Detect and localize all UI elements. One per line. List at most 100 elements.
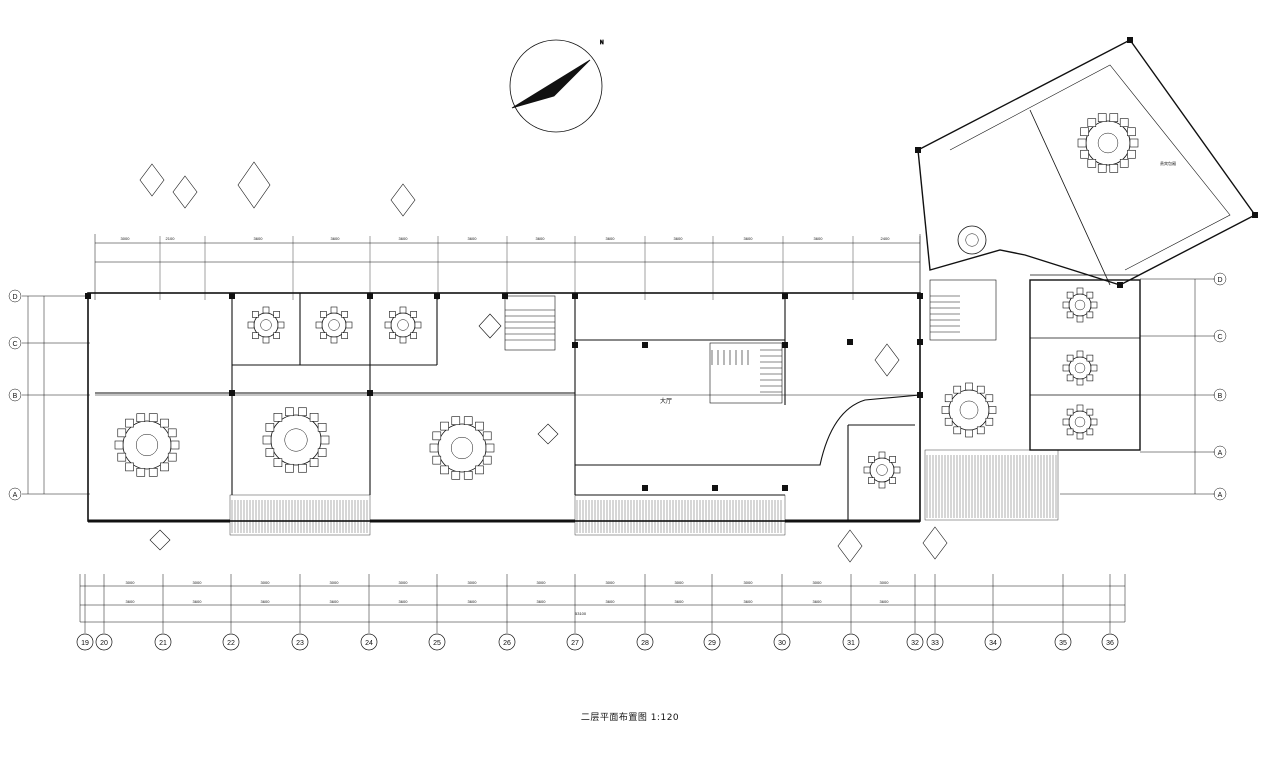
grid-column-label: 31 bbox=[847, 640, 855, 647]
grid-column-bubble bbox=[498, 633, 516, 651]
grid-column-bubble bbox=[76, 633, 94, 651]
grid-row-b-left: B bbox=[13, 393, 18, 400]
interior-walls bbox=[95, 293, 921, 521]
structural-column bbox=[85, 293, 91, 299]
grid-column-label: 30 bbox=[778, 640, 786, 647]
grid-column-bubble bbox=[154, 633, 172, 651]
bottom-dimension-upper: 3000 bbox=[813, 580, 823, 585]
bottom-dimension-upper: 3000 bbox=[537, 580, 547, 585]
round-table bbox=[262, 407, 330, 473]
grid-column-label: 20 bbox=[100, 640, 108, 647]
top-dimension-value: 3600 bbox=[468, 236, 478, 241]
round-table bbox=[1062, 404, 1098, 440]
grid-column-label: 34 bbox=[989, 640, 997, 647]
bottom-dimension-upper: 3000 bbox=[675, 580, 685, 585]
bottom-dimension-lower: 3600 bbox=[261, 599, 271, 604]
grid-column-bubble bbox=[636, 633, 654, 651]
grid-column-label: 32 bbox=[911, 640, 919, 647]
bottom-dimension-upper: 3000 bbox=[744, 580, 754, 585]
bottom-dimension-upper: 3000 bbox=[193, 580, 203, 585]
round-table bbox=[384, 306, 422, 344]
bottom-dimension-lower: 3600 bbox=[330, 599, 340, 604]
structural-column bbox=[917, 392, 923, 398]
vip-room-label: 贵宾包厢 bbox=[1160, 160, 1176, 166]
grid-column-bubble bbox=[906, 633, 924, 651]
grid-row-d-right: D bbox=[1217, 277, 1222, 284]
top-dimension-value: 3000 bbox=[121, 236, 131, 241]
grid-column-label: 25 bbox=[433, 640, 441, 647]
structural-column bbox=[782, 293, 788, 299]
grid-column-bubble bbox=[926, 633, 944, 651]
grid-column-bubble bbox=[1101, 633, 1119, 651]
grid-row-c-right: C bbox=[1217, 334, 1222, 341]
grid-column-bubble bbox=[1054, 633, 1072, 651]
bottom-dimension-lines bbox=[79, 574, 1126, 623]
structural-column bbox=[642, 342, 648, 348]
lobby-label: 大厅 bbox=[660, 397, 672, 405]
bottom-dimension-upper: 3000 bbox=[880, 580, 890, 585]
grid-column-bubble bbox=[566, 633, 584, 651]
structural-column bbox=[367, 293, 373, 299]
staircase-east bbox=[929, 279, 997, 341]
bottom-dimension-lower: 3600 bbox=[880, 599, 890, 604]
north-label: N bbox=[600, 40, 604, 46]
bottom-dimension-upper: 3000 bbox=[126, 580, 136, 585]
structural-column bbox=[782, 342, 788, 348]
grid-column-bubble bbox=[360, 633, 378, 651]
left-grid-labels: D C B A bbox=[12, 294, 17, 499]
bottom-dimension-lower: 3600 bbox=[126, 599, 136, 604]
grid-column-label: 24 bbox=[365, 640, 373, 647]
bottom-dimension-lower: 3600 bbox=[193, 599, 203, 604]
bottom-dimension-upper: 3000 bbox=[606, 580, 616, 585]
round-table bbox=[957, 225, 987, 255]
right-grid-labels: D C B A A bbox=[1217, 277, 1222, 499]
structural-column bbox=[434, 293, 440, 299]
structural-column bbox=[782, 485, 788, 491]
staircase-right bbox=[709, 342, 783, 404]
grid-column-bubble bbox=[428, 633, 446, 651]
grid-column-label: 21 bbox=[159, 640, 167, 647]
bottom-dimension-upper: 3000 bbox=[468, 580, 478, 585]
structural-column bbox=[847, 339, 853, 345]
grid-row-b-right: B bbox=[1218, 393, 1223, 400]
top-dimension-value: 3600 bbox=[744, 236, 754, 241]
grid-row-d-left: D bbox=[12, 294, 17, 301]
round-table bbox=[114, 413, 180, 477]
bottom-total-dimension: 53100 bbox=[575, 611, 587, 616]
top-dimension-value: 3600 bbox=[674, 236, 684, 241]
balconies bbox=[229, 449, 1059, 536]
building-walls bbox=[87, 292, 921, 523]
top-dimension-value: 3600 bbox=[606, 236, 616, 241]
top-dimension-value: 3600 bbox=[254, 236, 264, 241]
grid-column-label: 23 bbox=[296, 640, 304, 647]
round-table bbox=[429, 416, 495, 480]
grid-column-bubble bbox=[984, 633, 1002, 651]
dining-tables bbox=[114, 113, 1139, 489]
grid-column-label: 28 bbox=[641, 640, 649, 647]
structural-column bbox=[917, 293, 923, 299]
right-grid-rows bbox=[1060, 272, 1227, 501]
grid-column-label: 33 bbox=[931, 640, 939, 647]
grid-column-label: 36 bbox=[1106, 640, 1114, 647]
left-grid-rows bbox=[8, 289, 90, 501]
round-table bbox=[1077, 113, 1139, 173]
structural-column bbox=[572, 342, 578, 348]
top-dimension-value: 3600 bbox=[331, 236, 341, 241]
grid-column-label: 19 bbox=[81, 640, 89, 647]
grid-column-label: 22 bbox=[227, 640, 235, 647]
grid-column-bubble bbox=[291, 633, 309, 651]
bottom-dimension-lower: 3600 bbox=[399, 599, 409, 604]
grid-column-bubble bbox=[842, 633, 860, 651]
grid-column-bubble bbox=[703, 633, 721, 651]
structural-column bbox=[502, 293, 508, 299]
structural-column bbox=[367, 390, 373, 396]
round-table bbox=[941, 382, 997, 438]
top-dimension-lines bbox=[94, 234, 921, 300]
grid-column-bubble bbox=[773, 633, 791, 651]
east-wing bbox=[917, 39, 1257, 451]
top-dimension-value: 2400 bbox=[881, 236, 891, 241]
balcony-hatching bbox=[231, 455, 1057, 533]
